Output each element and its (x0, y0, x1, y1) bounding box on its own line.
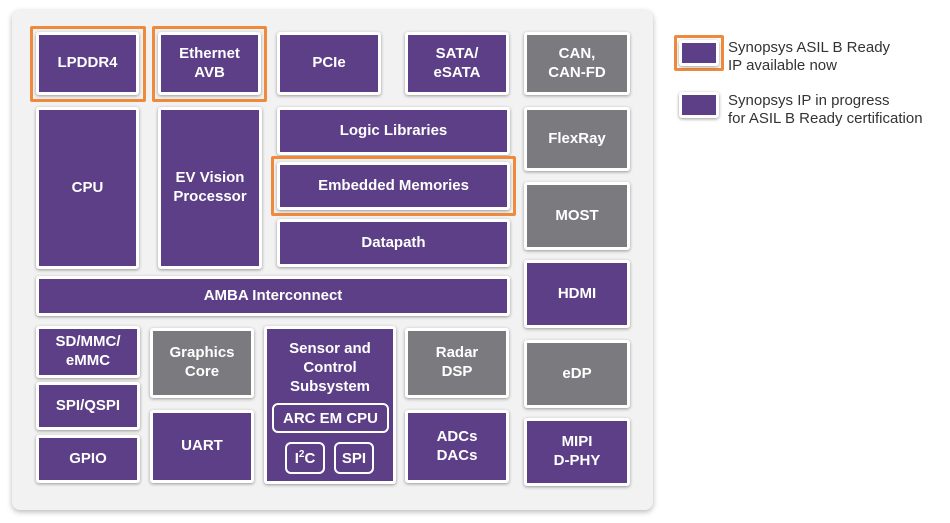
most-block: MOST (524, 182, 630, 250)
gpio-label: GPIO (69, 449, 107, 467)
flexray-label: FlexRay (548, 129, 606, 147)
hdmi-label: HDMI (557, 284, 597, 302)
adcs-dacs-block: ADCs DACs (405, 410, 509, 483)
i2c-block: I2C (285, 442, 325, 474)
logic-libraries-block: Logic Libraries (277, 107, 510, 155)
legend-asil-ready-text: Synopsys ASIL B Ready IP available now (728, 39, 891, 74)
legend-asil-ready-swatch (679, 40, 719, 66)
most-label: MOST (555, 206, 599, 224)
legend-in-progress-swatch (679, 92, 719, 118)
graphics-core-block: Graphics Core (150, 328, 254, 398)
spi-qspi-block: SPI/QSPI (36, 382, 140, 430)
amba-label: AMBA Interconnect (203, 286, 343, 304)
datapath-label: Datapath (361, 233, 426, 251)
mipi-dphy-label: MIPI D-PHY (553, 433, 601, 469)
cpu-block: CPU (36, 107, 139, 269)
asil-ready-highlight (152, 26, 267, 102)
ethernet-avb-block: Ethernet AVB (158, 32, 261, 95)
cpu-label: CPU (71, 178, 104, 196)
radar-dsp-label: Radar DSP (435, 344, 479, 380)
sensor-control-subsystem-block: Sensor and Control Subsystem ARC EM CPU … (264, 326, 396, 484)
gpio-block: GPIO (36, 435, 140, 483)
can-label: CAN, CAN-FD (548, 44, 606, 81)
flexray-block: FlexRay (524, 107, 630, 171)
arc-em-cpu-block: ARC EM CPU (272, 403, 389, 433)
pcie-block: PCIe (277, 32, 381, 95)
asil-ready-highlight (30, 26, 146, 102)
sata-label: SATA/ eSATA (433, 44, 481, 81)
spi-block: SPI (334, 442, 374, 474)
ev-vision-label: EV Vision Processor (173, 169, 247, 205)
legend-in-progress-text: Synopsys IP in progress for ASIL B Ready… (728, 92, 923, 127)
ev-vision-processor-block: EV Vision Processor (158, 107, 262, 269)
sd-mmc-block: SD/MMC/ eMMC (36, 326, 140, 378)
can-block: CAN, CAN-FD (524, 32, 630, 95)
amba-interconnect-block: AMBA Interconnect (36, 276, 510, 316)
uart-label: UART (181, 437, 223, 455)
ethernet-avb-label: Ethernet AVB (179, 44, 240, 81)
datapath-block: Datapath (277, 219, 510, 267)
lpddr4-block: LPDDR4 (36, 32, 139, 95)
logic-libraries-label: Logic Libraries (339, 121, 448, 139)
spi-label: SPI (341, 449, 367, 467)
mipi-dphy-block: MIPI D-PHY (524, 418, 630, 486)
adcs-dacs-label: ADCs DACs (436, 427, 478, 464)
embedded-memories-block: Embedded Memories (277, 162, 510, 210)
hdmi-block: HDMI (524, 260, 630, 328)
radar-dsp-block: Radar DSP (405, 328, 509, 398)
spi-qspi-label: SPI/QSPI (55, 396, 121, 414)
legend-asil-ready-highlight (674, 35, 724, 71)
soc-block-diagram: LPDDR4 Ethernet AVB PCIe SATA/ eSATA CAN… (12, 10, 653, 510)
pcie-label: PCIe (312, 54, 346, 72)
graphics-core-label: Graphics Core (169, 344, 235, 380)
uart-block: UART (150, 410, 254, 483)
edp-label: eDP (562, 364, 592, 382)
lpddr4-label: LPDDR4 (57, 54, 118, 72)
sensor-subsystem-label: Sensor and Control Subsystem (289, 340, 371, 395)
edp-block: eDP (524, 340, 630, 408)
arc-em-cpu-label: ARC EM CPU (282, 409, 378, 427)
asil-ready-highlight (271, 156, 516, 216)
i2c-label: I2C (294, 449, 316, 467)
embedded-memories-label: Embedded Memories (318, 176, 469, 194)
sd-mmc-label: SD/MMC/ eMMC (55, 333, 121, 369)
sata-block: SATA/ eSATA (405, 32, 509, 95)
